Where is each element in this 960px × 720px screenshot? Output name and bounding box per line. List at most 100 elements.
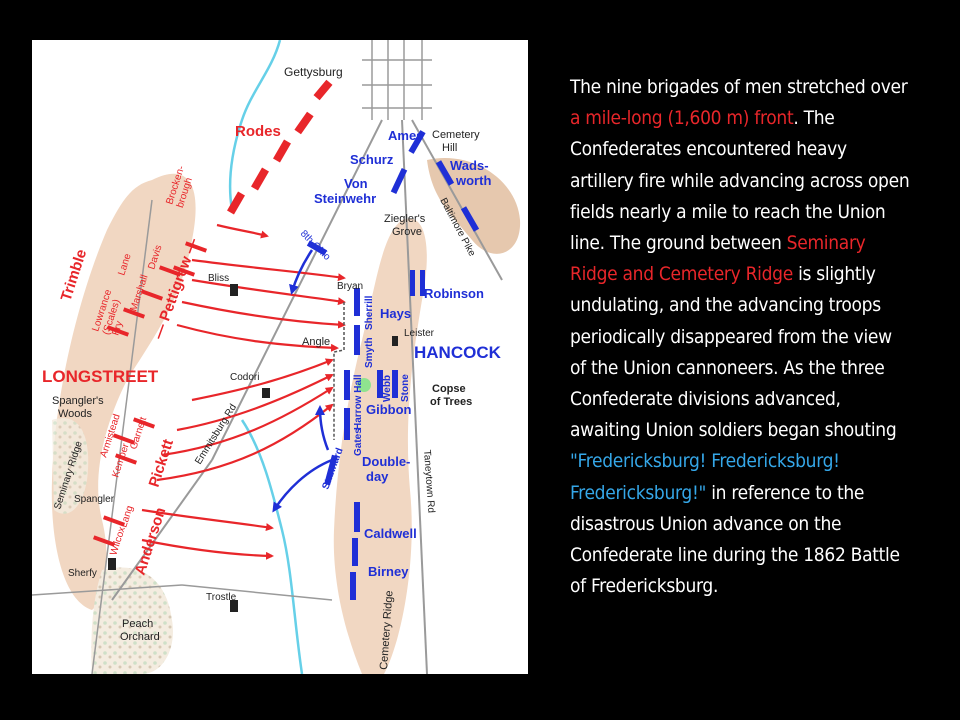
- unit-gates: [344, 408, 350, 440]
- label-robinson: Robinson: [424, 286, 484, 301]
- unit-sherrill: [354, 325, 360, 355]
- label-gibbon: Gibbon: [366, 402, 412, 417]
- label-eighth-ohio: 8th Ohio: [298, 228, 333, 263]
- codori-farm: [262, 388, 270, 398]
- label-harrow-hall: Harrow Hall: [353, 374, 364, 430]
- label-rodes: Rodes: [235, 123, 281, 140]
- arrow-2: [191, 258, 346, 282]
- rodes-bar-1: [313, 79, 333, 101]
- label-sherrill: Sherrill: [364, 295, 375, 330]
- unit-stannard: [324, 454, 338, 486]
- arrow-10: [141, 508, 274, 532]
- unit-lang: [102, 515, 126, 527]
- label-gettysburg: Gettysburg: [284, 65, 343, 79]
- unit-schurz: [390, 167, 408, 195]
- unit-garnett: [132, 417, 156, 429]
- label-wilcox: Wilcox: [108, 526, 128, 557]
- label-caldwell: Caldwell: [364, 526, 417, 541]
- stream-north: [228, 39, 282, 211]
- arrow-7: [176, 374, 334, 432]
- label-codori: Codori: [230, 372, 259, 383]
- confederate-units: [92, 79, 333, 547]
- union-arrows: [272, 249, 333, 513]
- label-hays: Hays: [380, 306, 411, 321]
- rodes-bar-4: [251, 167, 269, 191]
- arrow-eighth-ohio: [289, 249, 314, 295]
- arrow-4: [181, 300, 346, 329]
- label-wadsworth: Wads-worth: [450, 158, 491, 188]
- label-cemetery-ridge: Cemetery Ridge: [378, 590, 396, 670]
- arrow-stannard-2: [315, 405, 330, 451]
- unit-ames: [408, 130, 426, 154]
- arrow-stannard-1: [272, 458, 333, 513]
- caption-highlight-front: a mile-long (1,600 m) front: [570, 107, 794, 130]
- arrow-5: [176, 323, 339, 352]
- arrow-11: [141, 538, 274, 560]
- unit-fry: [122, 307, 146, 319]
- unit-birney: [350, 572, 356, 600]
- label-ames: Ames: [388, 128, 423, 143]
- leister-farm: [392, 336, 398, 346]
- copse-of-trees: [357, 378, 371, 392]
- label-webb: Webb: [382, 375, 393, 402]
- peach-orchard-woods: [91, 567, 173, 674]
- unit-robinson-2: [420, 270, 425, 296]
- buildings: [108, 284, 398, 612]
- unit-davis: [172, 265, 196, 277]
- trostle-farm: [230, 600, 238, 612]
- confederate-arrows: [141, 223, 346, 560]
- label-smyth: Smyth: [364, 337, 375, 368]
- label-angle: Angle: [302, 336, 330, 348]
- label-taneytown-rd: Taneytown Rd: [421, 449, 436, 513]
- caption-part-2: . The Confederates encountered heavy art…: [570, 107, 910, 255]
- unit-harrow-hall: [344, 370, 350, 400]
- label-sherfy: Sherfy: [68, 568, 97, 579]
- label-gates: Gates: [353, 428, 364, 456]
- label-trostle: Trostle: [206, 592, 237, 603]
- label-fry: Fry: [110, 320, 125, 337]
- unit-marshall: [140, 289, 164, 301]
- arrow-6: [191, 358, 334, 402]
- caption-part-3: is slightly undulating, and the advancin…: [570, 263, 897, 442]
- label-pickett: Pickett: [146, 437, 177, 489]
- unit-caldwell-2: [352, 538, 358, 566]
- rodes-bar-3: [273, 139, 291, 163]
- label-leister: Leister: [404, 328, 435, 339]
- seminary-ridge-terrain: [51, 173, 196, 610]
- unit-wadsworth-1: [435, 160, 455, 186]
- rodes-bar-2: [294, 111, 314, 135]
- rodes-bar-5: [227, 191, 245, 215]
- unit-eighth-ohio: [306, 240, 328, 256]
- caption-part-1: The nine brigades of men stretched over: [570, 76, 908, 98]
- caption-text: The nine brigades of men stretched over …: [570, 72, 910, 602]
- arrow-9: [156, 403, 334, 482]
- label-bliss: Bliss: [208, 273, 229, 284]
- unit-stone: [392, 370, 398, 398]
- label-stone: Stone: [400, 374, 411, 402]
- sherfy-farm: [108, 558, 116, 570]
- spanglers-woods: [52, 418, 89, 514]
- stone-wall: [333, 302, 345, 440]
- arrow-8: [161, 386, 334, 457]
- union-units: [306, 130, 480, 600]
- label-birney: Birney: [368, 564, 409, 579]
- bliss-farm: [230, 284, 238, 296]
- unit-armistead: [112, 433, 136, 445]
- unit-webb: [377, 370, 383, 398]
- stream-south: [240, 419, 304, 675]
- caption-highlight-ridges: Seminary Ridge and Cemetery Ridge: [570, 232, 866, 286]
- unit-brockenbrough: [184, 241, 208, 253]
- caption-part-4: in reference to the disastrous Union adv…: [570, 481, 900, 598]
- caption-highlight-shout: "Fredericksburg! Fredericksburg! Frederi…: [570, 450, 840, 504]
- label-bryan: Bryan: [337, 281, 363, 292]
- label-doubleday: Double-day: [362, 454, 410, 484]
